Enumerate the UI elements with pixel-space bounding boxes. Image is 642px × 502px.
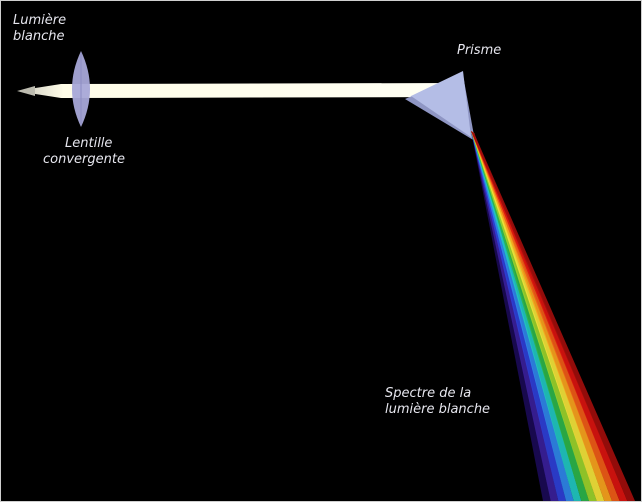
white-light-label: Lumière blanche (13, 13, 66, 45)
prism-label: Prisme (457, 43, 501, 59)
white-light-label-line-2: blanche (13, 29, 65, 44)
white-light-beam (29, 83, 463, 98)
spectrum-label: Spectre de la lumière blanche (385, 386, 490, 418)
spectrum-fan (471, 131, 635, 501)
prism (411, 71, 471, 137)
lens-label-line-2: convergente (43, 152, 125, 167)
beam-arrow-tip (17, 86, 35, 96)
spectrum-label-line-2: lumière blanche (385, 402, 491, 417)
lens-label-line-1: Lentille (65, 136, 113, 151)
spectrum-label-line-1: Spectre de la (385, 386, 472, 401)
white-light-label-line-1: Lumière (13, 13, 67, 28)
spectrum-band (471, 131, 635, 501)
lens-label: Lentille convergente (43, 136, 125, 168)
prism-label-text: Prisme (457, 43, 502, 58)
